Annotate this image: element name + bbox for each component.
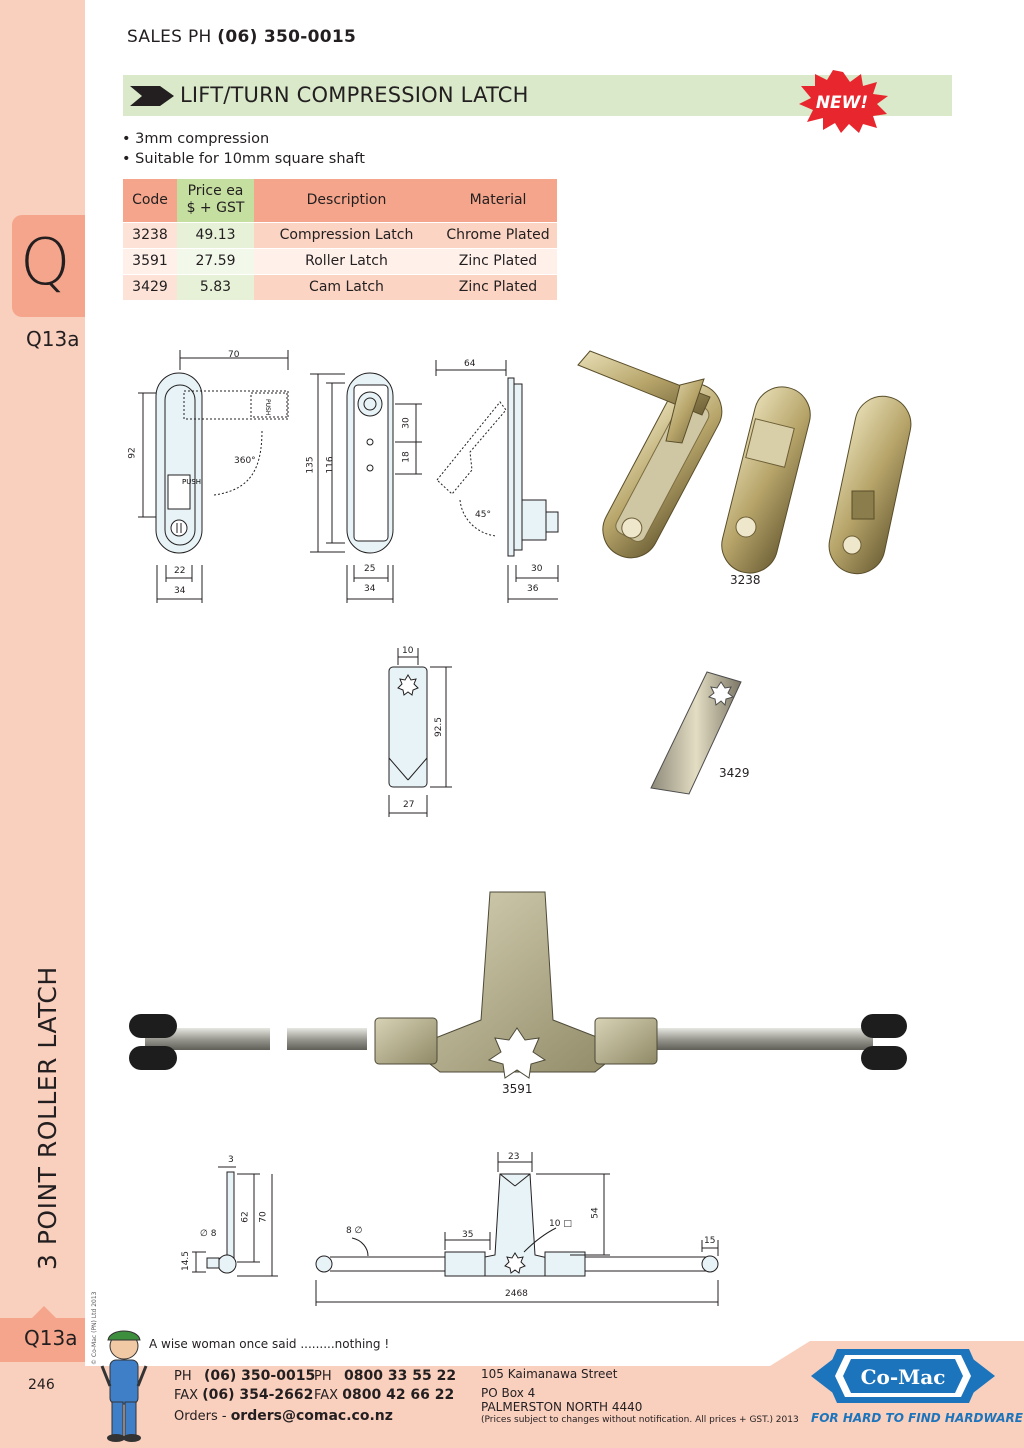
- dim-15: 15: [704, 1236, 716, 1246]
- dim-3: 3: [228, 1155, 234, 1165]
- dim-36: 36: [527, 584, 539, 594]
- price-table: Code Price ea$ + GST Description Materia…: [123, 179, 557, 300]
- footer-orders[interactable]: Orders - orders@comac.co.nz: [174, 1408, 393, 1424]
- dim-10: 10: [402, 646, 414, 656]
- arrow-icon: [130, 86, 174, 106]
- comac-logo: Co-Mac: [811, 1349, 995, 1403]
- dim-360: 360°: [234, 456, 256, 466]
- sales-phone: SALES PH (06) 350-0015: [127, 27, 357, 47]
- footer-quote: A wise woman once said .........nothing …: [149, 1337, 390, 1351]
- cam-photo: [650, 671, 742, 795]
- dim-64: 64: [464, 359, 476, 369]
- header-description: Description: [254, 179, 439, 222]
- header-price: Price ea$ + GST: [177, 179, 254, 222]
- section-code: Q13a: [26, 327, 80, 351]
- disclaimer: (Prices subject to changes without notif…: [481, 1415, 799, 1425]
- address-line1: 105 Kaimanawa Street: [481, 1367, 618, 1381]
- dim-34b: 34: [364, 584, 376, 594]
- compression-latch-photo: [577, 350, 912, 575]
- photo-code-3591: 3591: [502, 1082, 533, 1096]
- dim-dia8: ∅ 8: [200, 1229, 217, 1239]
- section-letter: Q: [20, 226, 71, 300]
- footer-phone: PH (06) 350-0015: [174, 1368, 316, 1384]
- address-line2: PO Box 4: [481, 1386, 536, 1400]
- header-material: Material: [439, 179, 557, 222]
- dim-27: 27: [403, 800, 415, 810]
- dim-2468: 2468: [505, 1289, 528, 1299]
- section-tab: [12, 215, 85, 317]
- bottom-section-tab: [0, 1306, 85, 1362]
- dim-34a: 34: [174, 586, 186, 596]
- dim-23: 23: [508, 1152, 520, 1162]
- footer-fax: FAX (06) 354-2662: [174, 1387, 314, 1403]
- list-item: 3mm compression: [122, 129, 365, 149]
- push-label: PUSH: [182, 478, 201, 486]
- address-line3: PALMERSTON NORTH 4440: [481, 1400, 643, 1414]
- dim-45: 45°: [475, 510, 491, 520]
- footer-freephone: PH 0800 33 55 22: [314, 1368, 457, 1384]
- dim-25: 25: [364, 564, 376, 574]
- page-number: 246: [28, 1377, 55, 1393]
- new-badge-icon: NEW!: [799, 70, 888, 133]
- feature-list: 3mm compression Suitable for 10mm square…: [122, 129, 365, 169]
- dim-54: 54: [590, 1207, 601, 1219]
- dim-35: 35: [462, 1230, 474, 1240]
- badge-text: NEW!: [816, 93, 868, 113]
- dim-14-5: 14.5: [181, 1250, 192, 1272]
- photo-code-3429: 3429: [719, 766, 750, 780]
- footer-freefax: FAX 0800 42 66 22: [314, 1387, 455, 1403]
- dim-70: 70: [228, 350, 240, 360]
- dim-70b: 70: [258, 1211, 269, 1223]
- dim-62: 62: [240, 1211, 251, 1223]
- photo-code-3238: 3238: [730, 573, 761, 587]
- logo-text: Co-Mac: [861, 1365, 946, 1389]
- footer-slogan: FOR HARD TO FIND HARDWARE: [811, 1411, 1023, 1425]
- page-title: LIFT/TURN COMPRESSION LATCH: [180, 83, 529, 107]
- dim-30b: 30: [531, 564, 543, 574]
- bottom-section-code: Q13a: [24, 1326, 78, 1350]
- header-code: Code: [123, 179, 177, 222]
- push-label-rotated: PUSH: [264, 399, 271, 415]
- table-row: 3429 5.83 Cam Latch Zinc Plated: [123, 273, 557, 300]
- dim-22: 22: [174, 566, 186, 576]
- mascot-icon: [100, 1330, 148, 1442]
- dim-8dia: 8 ∅: [346, 1226, 363, 1236]
- table-row: 3238 49.13 Compression Latch Chrome Plat…: [123, 221, 557, 248]
- list-item: Suitable for 10mm square shaft: [122, 149, 365, 169]
- table-row: 3591 27.59 Roller Latch Zinc Plated: [123, 247, 557, 274]
- roller-latch-photo: [129, 891, 907, 1079]
- dim-10sq: 10 □: [549, 1219, 572, 1229]
